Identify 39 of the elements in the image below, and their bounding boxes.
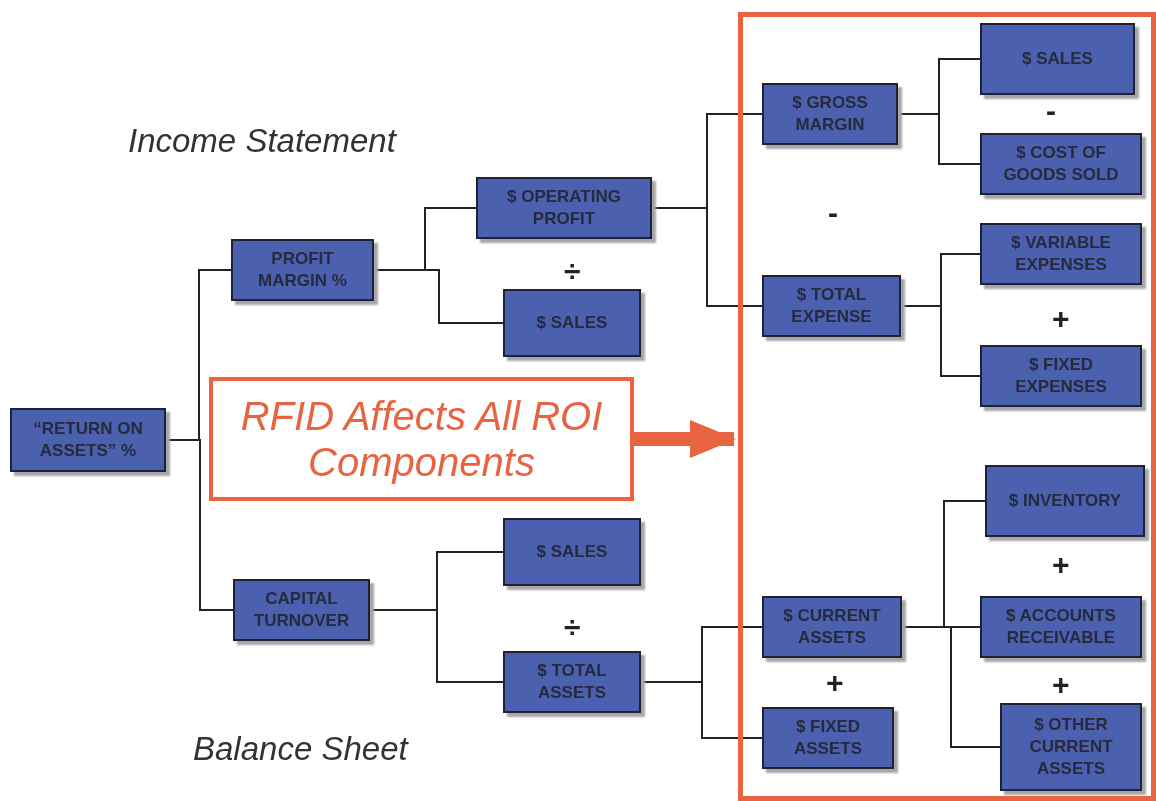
metric-box: “RETURN ON ASSETS” % — [10, 408, 166, 472]
metric-box: $ TOTAL EXPENSE — [762, 275, 901, 337]
operator-symbol: - — [1046, 96, 1056, 126]
metric-box: $ FIXED ASSETS — [762, 707, 894, 769]
metric-box: $ TOTAL ASSETS — [503, 651, 641, 713]
operator-symbol: + — [1052, 670, 1070, 700]
connector-line — [369, 609, 504, 683]
operator-symbol: ÷ — [564, 256, 581, 286]
metric-box: $ INVENTORY — [985, 465, 1145, 537]
metric-box: $ VARIABLE EXPENSES — [980, 223, 1142, 285]
metric-box: $ OTHER CURRENT ASSETS — [1000, 703, 1142, 791]
connector-line — [897, 113, 981, 165]
connector-line — [651, 207, 763, 307]
group-frame — [738, 12, 1156, 801]
metric-box: $ SALES — [503, 518, 641, 586]
metric-box: $ CURRENT ASSETS — [762, 596, 902, 658]
operator-symbol: ÷ — [564, 612, 581, 642]
connector-line — [373, 269, 504, 324]
operator-symbol: + — [826, 668, 844, 698]
operator-symbol: + — [1052, 304, 1070, 334]
metric-box: $ SALES — [980, 23, 1135, 95]
section-heading: Balance Sheet — [193, 730, 408, 768]
connector-line — [640, 681, 763, 739]
connector-line — [901, 626, 1001, 748]
metric-box: $ ACCOUNTS RECEIVABLE — [980, 596, 1142, 658]
metric-box: $ FIXED EXPENSES — [980, 345, 1142, 407]
metric-box: $ GROSS MARGIN — [762, 83, 898, 145]
connector-line — [900, 305, 981, 377]
metric-box: CAPITAL TURNOVER — [233, 579, 370, 641]
metric-box: $ OPERATING PROFIT — [476, 177, 652, 239]
metric-box: PROFIT MARGIN % — [231, 239, 374, 301]
callout-box: RFID Affects All ROI Components — [209, 377, 634, 501]
arrow — [634, 420, 736, 458]
operator-symbol: + — [1052, 550, 1070, 580]
connector-line — [165, 439, 234, 611]
metric-box: $ SALES — [503, 289, 641, 357]
operator-symbol: - — [828, 198, 838, 228]
section-heading: Income Statement — [128, 122, 396, 160]
metric-box: $ COST OF GOODS SOLD — [980, 133, 1142, 195]
